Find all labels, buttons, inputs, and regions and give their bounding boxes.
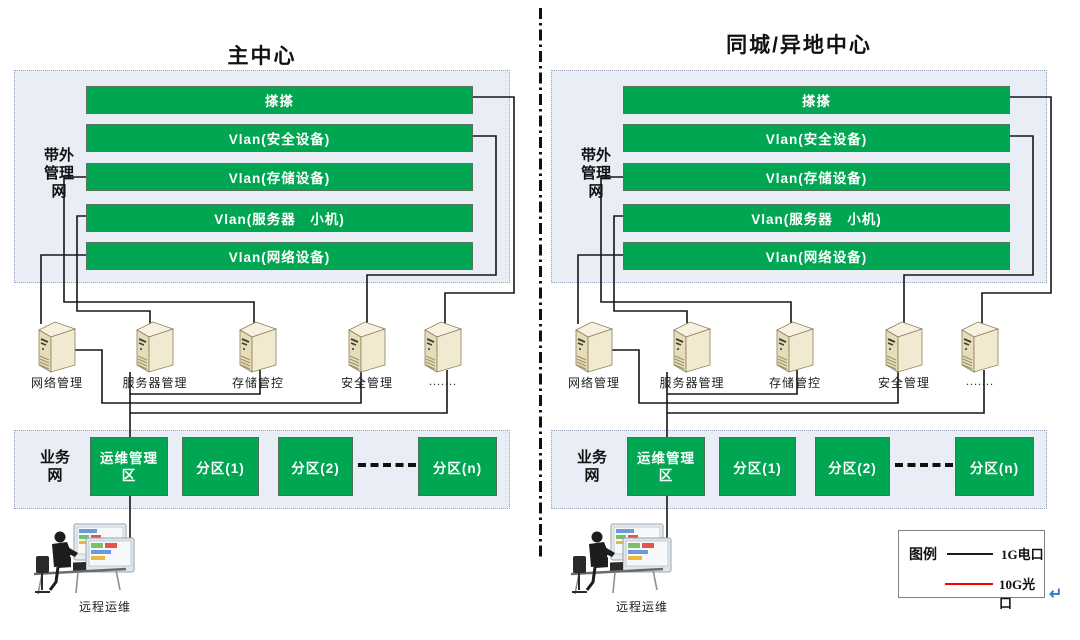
server-label-storage: 存储管控 — [768, 376, 821, 390]
zone-partition-2: 分区(2) — [815, 437, 890, 496]
legend-title: 图例 — [909, 548, 937, 563]
biz-label-line: 网 — [584, 467, 600, 484]
server-label-security: 安全管理 — [877, 376, 930, 390]
vlan-bar-server: Vlan(服务器 小机) — [623, 204, 1010, 232]
server-label-server: 服务器管理 — [659, 376, 725, 390]
oob-network-label: 带外 管理 网 — [567, 147, 625, 201]
vlan-bar-storage: Vlan(存储设备) — [623, 163, 1010, 191]
server-label-security: 安全管理 — [340, 376, 393, 390]
main-center-title: 主中心 — [227, 45, 297, 69]
server-label-storage: 存储管控 — [231, 376, 284, 390]
workstation-label: 远程运维 — [615, 600, 668, 614]
server-label-ellipsis: ....... — [429, 374, 457, 388]
main-center-section: 主中心 带外 管理 网 搽搽 Vlan(安全设备) Vlan(存储设备) Vla… — [14, 45, 515, 614]
zone-partition-2: 分区(2) — [278, 437, 353, 496]
oob-label-line: 管理 — [43, 165, 74, 182]
zone-partition-1: 分区(1) — [182, 437, 259, 496]
zone-ops-label: 运维管理区 — [100, 450, 158, 483]
connection-lines-remote — [577, 96, 1052, 562]
zone-ops-management: 运维管理区 — [90, 437, 168, 496]
server-label-server: 服务器管理 — [122, 376, 188, 390]
oob-label-line: 网 — [51, 183, 67, 200]
business-network-label: 业务 网 — [26, 449, 84, 485]
oob-network-label: 带外 管理 网 — [30, 147, 88, 201]
oob-label-line: 网 — [588, 183, 604, 200]
remote-center-section: 同城/异地中心 带外 管理 网 搽搽 Vlan(安全设备) Vlan(存储设备)… — [537, 0, 1077, 640]
vlan-bar-storage: Vlan(存储设备) — [86, 163, 473, 191]
vlan-bar-network: Vlan(网络设备) — [86, 242, 473, 270]
biz-label-line: 业务 — [39, 449, 70, 466]
connection-lines-main — [40, 96, 515, 562]
zone-separator-dashes — [358, 463, 416, 467]
server-label-ellipsis: ....... — [966, 374, 994, 388]
workstation-label: 远程运维 — [78, 600, 131, 614]
oob-label-line: 带外 — [580, 147, 611, 164]
legend-line-1g-swatch — [947, 553, 993, 555]
business-network-label: 业务 网 — [563, 449, 621, 485]
zone-separator-dashes — [895, 463, 953, 467]
vlan-bar-network: Vlan(网络设备) — [623, 242, 1010, 270]
oob-label-line: 带外 — [43, 147, 74, 164]
zone-ops-management: 运维管理区 — [627, 437, 705, 496]
zone-partition-n: 分区(n) — [955, 437, 1034, 496]
legend-line-10g-swatch — [945, 583, 993, 585]
paragraph-return-mark: ↵ — [1049, 586, 1063, 603]
server-label-network: 网络管理 — [30, 376, 83, 390]
zone-partition-1: 分区(1) — [719, 437, 796, 496]
zone-ops-label: 运维管理区 — [637, 450, 695, 483]
vlan-bar-1: 搽搽 — [623, 86, 1010, 114]
vlan-bar-server: Vlan(服务器 小机) — [86, 204, 473, 232]
vlan-bar-1: 搽搽 — [86, 86, 473, 114]
legend-box: 图例 1G电口 10G光口 — [898, 530, 1045, 611]
biz-label-line: 业务 — [576, 449, 607, 466]
server-label-network: 网络管理 — [567, 376, 620, 390]
oob-label-line: 管理 — [580, 165, 611, 182]
biz-label-line: 网 — [47, 467, 63, 484]
vlan-bar-security: Vlan(安全设备) — [86, 124, 473, 152]
vlan-bar-security: Vlan(安全设备) — [623, 124, 1010, 152]
zone-partition-n: 分区(n) — [418, 437, 497, 496]
legend-label-10g: 10G光口 — [999, 577, 1036, 611]
remote-center-title: 同城/异地中心 — [726, 34, 872, 58]
legend-label-1g: 1G电口 — [1001, 547, 1044, 562]
